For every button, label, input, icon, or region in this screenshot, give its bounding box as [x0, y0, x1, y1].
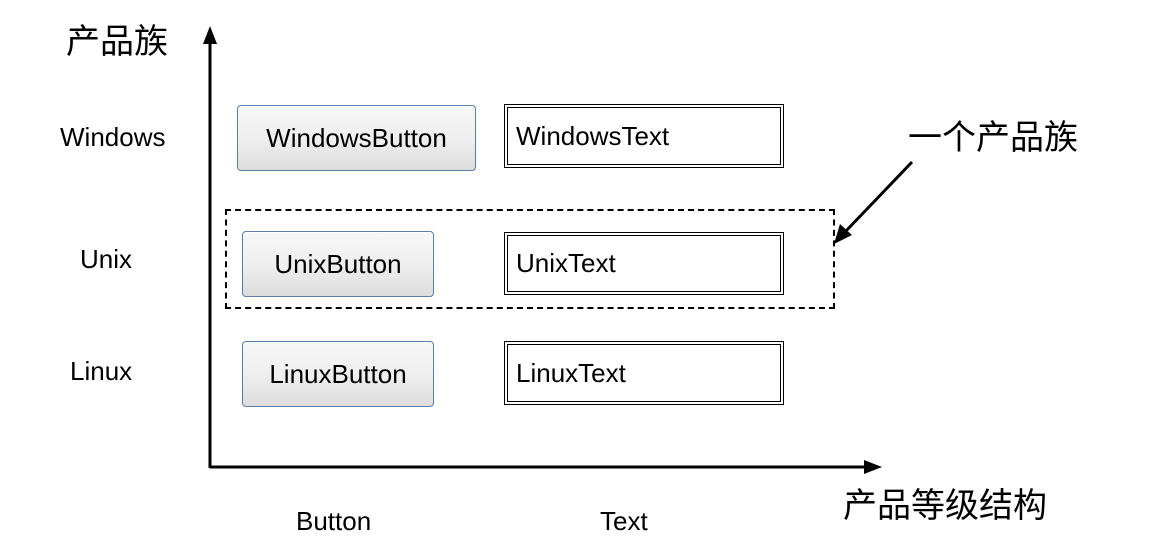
linux-text[interactable]: LinuxText: [504, 341, 784, 405]
y-axis-arrowhead: [203, 26, 217, 44]
annotation-arrow-line: [843, 160, 914, 234]
row-label-unix: Unix: [80, 244, 133, 274]
x-axis-arrowhead: [864, 460, 882, 474]
product-family-frame: [225, 209, 835, 309]
windows-button[interactable]: WindowsButton: [237, 105, 476, 171]
row-label-linux: Linux: [70, 356, 133, 386]
column-label-button: Button: [296, 506, 372, 536]
x-axis-title: 产品等级结构: [843, 486, 1047, 526]
y-axis-title: 产品族: [66, 22, 168, 62]
row-label-windows: Windows: [60, 122, 166, 152]
unix-button[interactable]: UnixButton: [242, 231, 434, 297]
product-family-annotation: 一个产品族: [908, 118, 1078, 158]
windows-text[interactable]: WindowsText: [504, 104, 784, 168]
unix-text[interactable]: UnixText: [504, 232, 784, 295]
column-label-text: Text: [600, 506, 648, 536]
annotation-arrowhead: [834, 224, 852, 244]
linux-button[interactable]: LinuxButton: [242, 341, 434, 407]
